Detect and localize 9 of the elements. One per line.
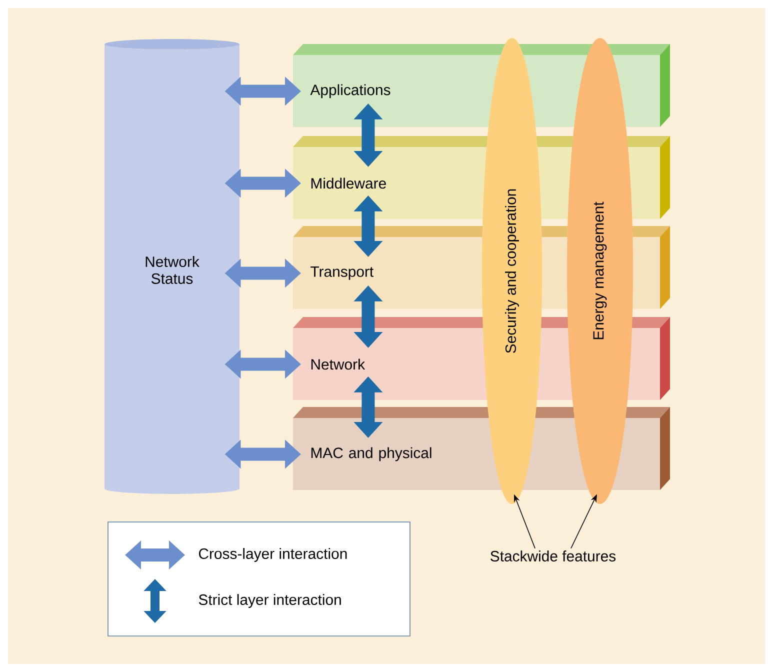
layer-label: MAC and physical	[311, 447, 432, 462]
layer-label: Transport	[310, 266, 374, 280]
layer-label: Middleware	[311, 178, 386, 189]
cylinder: Network Status	[104, 39, 240, 494]
legend-text: Cross-layer interaction	[198, 548, 347, 562]
layer-label: Applications	[310, 84, 390, 98]
note-text: Stackwide features	[490, 550, 616, 562]
layer-label: Network	[311, 358, 366, 370]
legend-text: Strict layer interaction	[198, 594, 341, 608]
